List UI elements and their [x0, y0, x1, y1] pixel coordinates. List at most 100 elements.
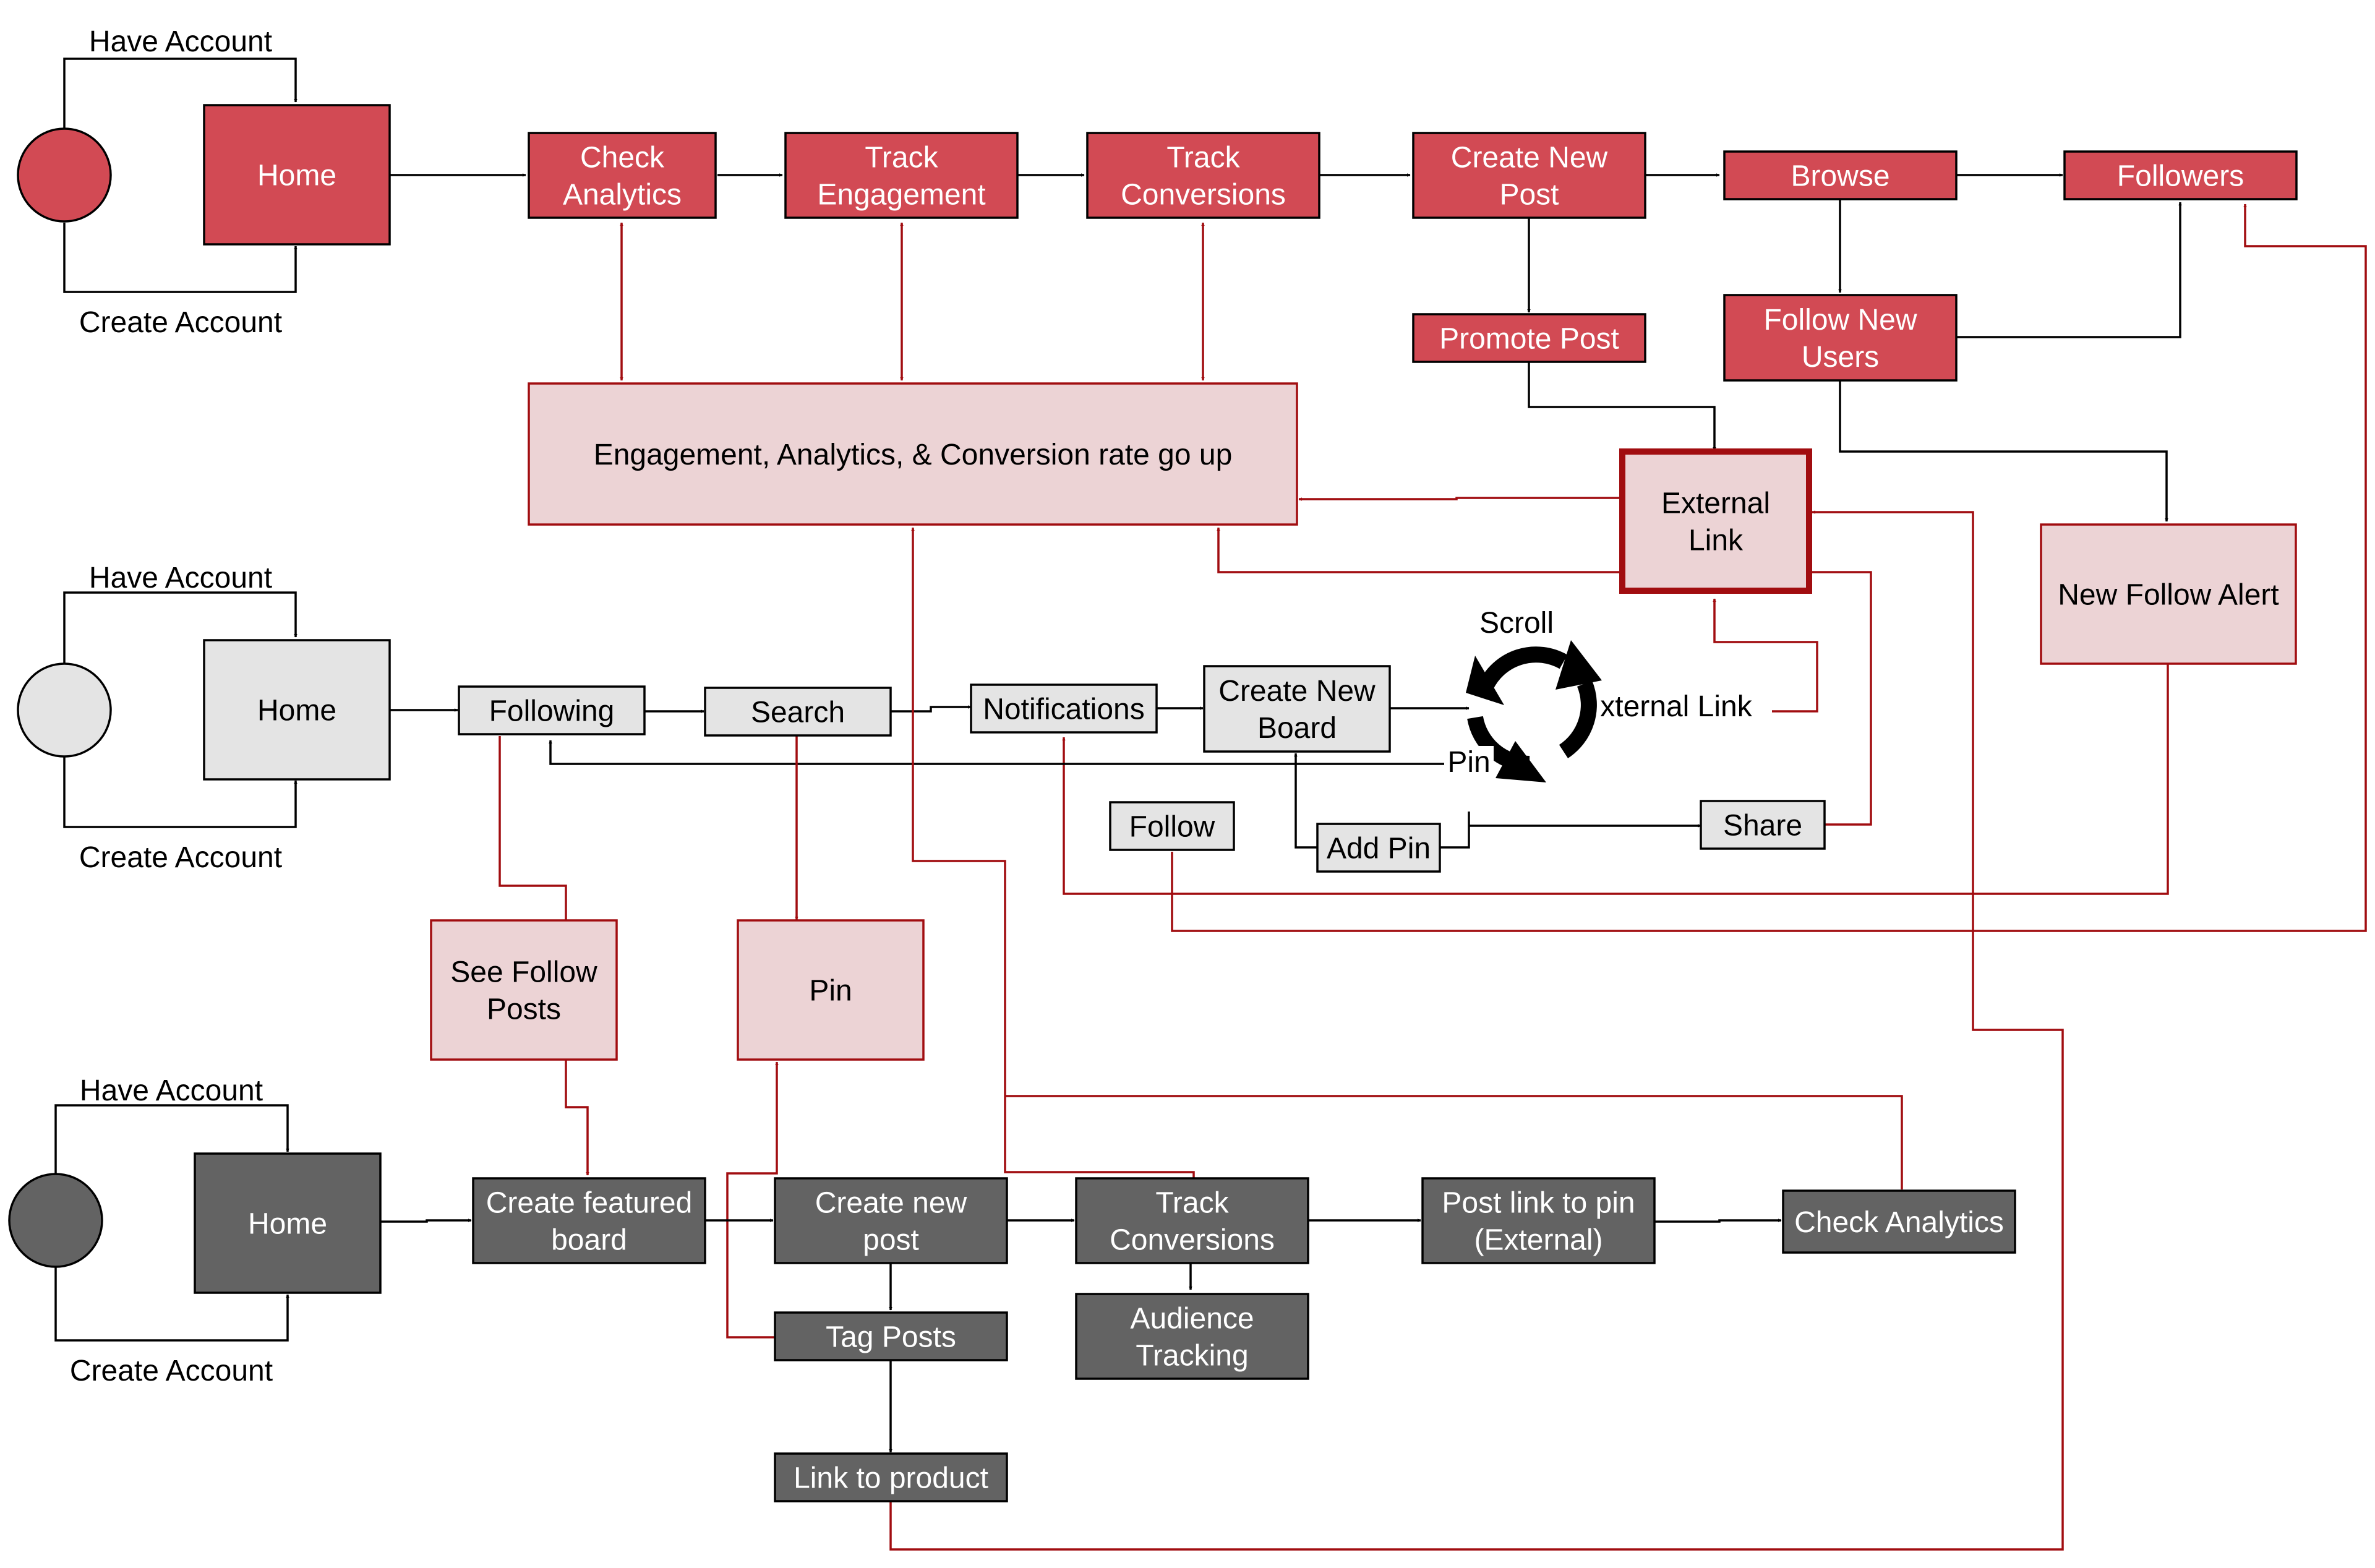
- r1-create-account-label: Create Account: [79, 306, 282, 339]
- see-follow-posts-to-featured-board: [565, 1060, 589, 1176]
- tag-posts-box: Tag Posts: [774, 1311, 1008, 1361]
- r1-have-account-label: Have Account: [89, 25, 272, 58]
- new-follow-alert-box: New Follow Alert: [2040, 523, 2297, 665]
- create-new-board-box-label-2: Board: [1257, 712, 1337, 745]
- row1-home-box-label: Home: [257, 160, 336, 192]
- r2-pin-to-following: [549, 740, 1447, 765]
- row2-start-node: [17, 662, 112, 758]
- row1-followers-box: Followers: [2063, 150, 2298, 200]
- create-featured-board-box: Create featured board: [472, 1177, 706, 1264]
- r1-create-account-connector: [63, 223, 297, 293]
- search-box-label: Search: [751, 696, 845, 729]
- r2-create-account-label: Create Account: [79, 841, 282, 874]
- row1-create-new-post-box-shape: [1412, 132, 1646, 219]
- notifications-box-label: Notifications: [983, 693, 1144, 726]
- r3-post-link-to-check: [1654, 1219, 1782, 1223]
- r1-follow-new-users-to-followers: [1954, 202, 2182, 338]
- post-link-to-pin-box-label-2: (External): [1474, 1224, 1603, 1257]
- row3-home-box: Home: [194, 1152, 382, 1294]
- tag-posts-box-label: Tag Posts: [826, 1321, 956, 1354]
- create-featured-board-box-label-1: Create featured: [486, 1187, 693, 1220]
- external-link-to-engagement-a: [1298, 497, 1620, 501]
- row3-create-new-post-box-label-2: post: [863, 1224, 919, 1257]
- row1-browse-box-label: Browse: [1791, 160, 1889, 193]
- row3-check-analytics-box: Check Analytics: [1782, 1189, 2016, 1254]
- audience-tracking-box-label-1: Audience: [1130, 1303, 1254, 1335]
- create-featured-board-box-label-2: board: [551, 1224, 627, 1257]
- refresh-cycle-icon: [1466, 640, 1602, 782]
- pin-box-label: Pin: [809, 975, 852, 1008]
- add-pin-box: Add Pin: [1316, 823, 1441, 873]
- row3-track-conversions-box-label-1: Track: [1155, 1187, 1229, 1220]
- r1-follow-new-users-to-alert: [1839, 380, 2168, 522]
- r3-home-to-featured: [380, 1219, 472, 1223]
- row3-track-conversions-box-label-2: Conversions: [1110, 1224, 1275, 1257]
- row1-home-box: Home: [203, 104, 391, 246]
- row3-home-box-shape: [194, 1152, 382, 1294]
- add-pin-box-label: Add Pin: [1327, 833, 1431, 865]
- nodes: HomeCheckAnalyticsTrackEngagementTrackCo…: [194, 104, 2298, 1502]
- row1-check-analytics-box-label-2: Analytics: [563, 179, 682, 212]
- row2-home-box-shape: [203, 639, 391, 781]
- follow-box-shape: [1109, 801, 1235, 851]
- r3-create-account-connector: [54, 1265, 289, 1342]
- post-link-to-pin-box-shape: [1421, 1177, 1656, 1264]
- r1-have-account-connector: [63, 58, 297, 130]
- row1-track-engagement-box-label-1: Track: [865, 142, 938, 174]
- engagement-rate-box-shape: [528, 382, 1298, 526]
- follow-box: Follow: [1109, 801, 1235, 851]
- following-to-see-follow-posts: [499, 736, 567, 920]
- external-link-box-label-2: Link: [1688, 525, 1744, 557]
- row1-browse-box-shape: [1723, 150, 1958, 200]
- row1-promote-post-box-label: Promote Post: [1439, 323, 1619, 356]
- row1-create-new-post-box-label-2: Post: [1499, 179, 1559, 212]
- post-link-to-pin-box: Post link to pin(External): [1421, 1177, 1656, 1264]
- row1-track-conversions-box-label-1: Track: [1166, 142, 1240, 174]
- share-to-external-link: [1812, 571, 1872, 826]
- new-follow-alert-box-shape: [2040, 523, 2297, 665]
- r2-have-account-label: Have Account: [89, 562, 272, 594]
- link-to-product-box-label: Link to product: [794, 1462, 988, 1495]
- cycle-external-link-label: xternal Link: [1600, 690, 1752, 723]
- see-follow-posts-box-shape: [430, 919, 618, 1061]
- create-new-board-box-shape: [1203, 665, 1391, 753]
- following-box-shape: [458, 685, 646, 735]
- share-box-label: Share: [1723, 810, 1802, 842]
- row2-home-box: Home: [203, 639, 391, 781]
- row1-track-engagement-box-label-2: Engagement: [817, 179, 985, 212]
- row1-followers-box-label: Followers: [2117, 160, 2244, 193]
- r1-promote-to-external-link: [1528, 362, 1716, 451]
- row1-promote-post-box: Promote Post: [1412, 313, 1646, 363]
- share-box-shape: [1700, 800, 1826, 850]
- row3-start-node: [8, 1173, 103, 1268]
- alert-to-notifications: [1062, 663, 2169, 895]
- row1-check-analytics-box-shape: [528, 132, 717, 219]
- row1-follow-new-users-box-label-2: Users: [1802, 341, 1879, 374]
- r3-create-account-label: Create Account: [70, 1355, 273, 1387]
- follow-box-label: Follow: [1129, 811, 1215, 844]
- scroll-label: Scroll: [1479, 607, 1554, 640]
- see-follow-posts-box-label-2: Posts: [487, 993, 561, 1026]
- search-box-shape: [704, 687, 892, 737]
- create-featured-board-box-shape: [472, 1177, 706, 1264]
- row1-promote-post-box-shape: [1412, 313, 1646, 363]
- external-link-box-label-1: External: [1661, 487, 1770, 520]
- row1-browse-box: Browse: [1723, 150, 1958, 200]
- row3-check-analytics-box-label: Check Analytics: [1794, 1206, 2004, 1239]
- audience-tracking-box-shape: [1075, 1293, 1309, 1380]
- notifications-box: Notifications: [970, 683, 1158, 734]
- row1-create-new-post-box-label-1: Create New: [1451, 142, 1608, 174]
- row1-track-conversions-box-shape: [1086, 132, 1320, 219]
- notifications-box-shape: [970, 683, 1158, 734]
- row2-home-box-label: Home: [257, 695, 336, 727]
- row1-follow-new-users-box-shape: [1723, 294, 1958, 382]
- cycle-pin-label: Pin: [1447, 746, 1490, 779]
- engagement-rate-box-label: Engagement, Analytics, & Conversion rate…: [594, 439, 1233, 471]
- row1-start-node: [17, 127, 112, 223]
